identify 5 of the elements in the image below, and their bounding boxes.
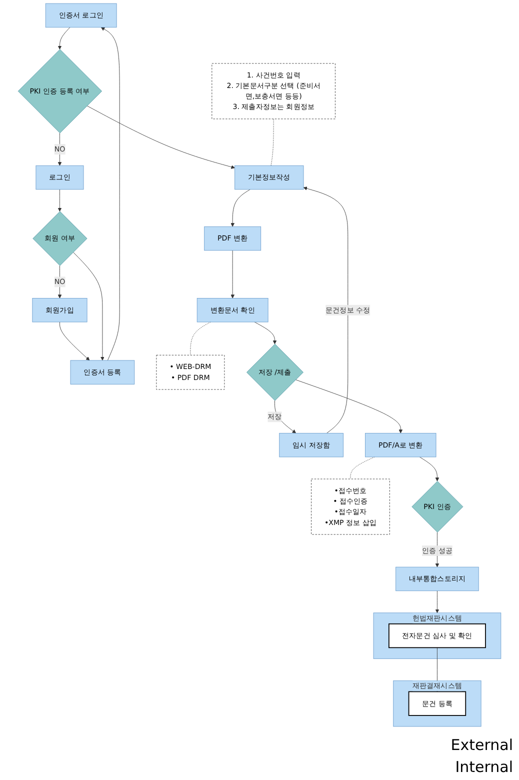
connector [350, 456, 375, 480]
zone-label: Internal [455, 758, 513, 776]
connector [190, 322, 211, 356]
zone-label: External [450, 736, 513, 754]
connector [270, 118, 274, 166]
